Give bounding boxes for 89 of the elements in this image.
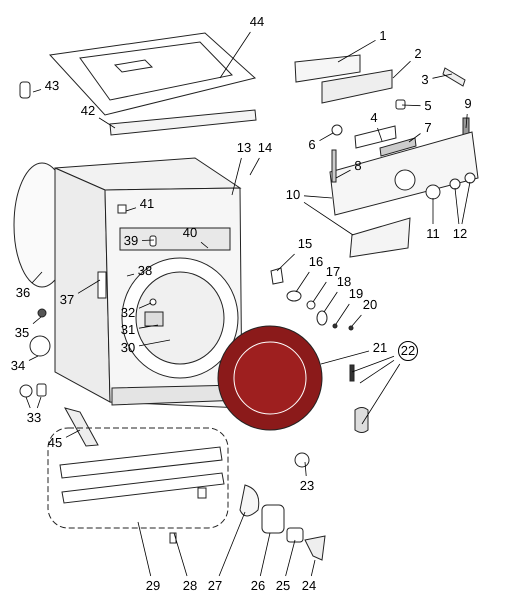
leader-line [304,202,354,236]
callout-number: 27 [208,579,222,593]
callout-number: 22 [398,341,418,361]
callout-number: 20 [362,298,378,312]
callout-number: 10 [286,188,300,202]
leader-line [142,240,154,241]
leader-line [218,512,246,576]
leader-line [32,272,42,284]
callout-number: 34 [10,359,26,373]
leader-line [66,430,80,438]
leader-line [32,89,42,92]
leader-line [432,198,434,224]
callout-number: 33 [26,411,42,425]
leader-line [220,32,251,78]
callout-number: 28 [182,579,198,593]
leader-line [138,324,158,329]
leader-line [260,532,270,576]
leader-line [466,114,468,128]
leader-line [312,282,327,302]
leader-line [232,158,242,196]
leader-line [296,272,310,292]
callout-number: 45 [48,436,62,450]
callout-number: 2 [414,47,422,61]
leader-line [200,242,208,248]
callout-number: 4 [370,111,378,125]
callout-number: 15 [298,237,312,251]
leader-line [377,128,382,142]
callout-number: 42 [80,104,96,118]
callout-number: 11 [426,227,440,241]
callout-number: 7 [424,121,432,135]
leader-line [362,364,400,424]
leader-line [408,133,421,142]
callout-number: 43 [44,79,60,93]
leader-line [26,396,31,408]
callout-number: 23 [300,479,314,493]
callout-number: 13 [236,141,252,155]
leader-line [285,540,296,576]
leader-line [454,188,460,224]
callout-number: 41 [140,197,154,211]
callout-number: 26 [250,579,266,593]
leader-line [336,170,351,178]
leader-line [174,532,188,576]
leader-line [304,195,332,198]
callout-number: 37 [60,293,74,307]
leader-line [126,207,136,212]
callout-number: 18 [336,275,352,289]
leader-line [338,40,376,62]
leader-line [32,316,42,324]
callout-number: 12 [452,227,468,241]
leader-line [138,340,170,346]
leader-line [126,274,134,276]
leader-line [462,182,470,224]
callout-number: 16 [308,255,324,269]
callout-number: 21 [372,341,388,355]
leader-line [352,356,394,372]
callout-number: 39 [124,234,138,248]
leader-line [432,74,452,79]
leader-line [360,360,394,384]
leader-line [28,356,38,361]
callout-number: 25 [276,579,290,593]
callout-number: 35 [14,326,30,340]
callout-number: 40 [182,226,198,240]
leader-line [310,560,316,576]
leader-line [324,292,338,312]
leader-line [402,104,421,106]
leader-line [36,396,42,408]
callout-number: 6 [308,138,316,152]
callout-number: 24 [302,579,316,593]
callout-number: 3 [421,73,429,87]
leader-line [319,132,334,142]
callout-number: 44 [250,15,264,29]
callout-number: 19 [348,287,364,301]
leader-line [78,280,100,294]
leader-line [276,254,295,272]
leader-line [392,60,411,78]
callout-number: 5 [424,99,432,113]
leader-line [138,522,152,576]
leader-line [138,302,152,309]
leader-line [336,304,350,324]
callout-number: 36 [16,286,30,300]
callout-number: 9 [464,97,472,111]
callout-number: 14 [258,141,272,155]
leader-line [304,462,307,476]
leader-line [352,314,362,326]
leader-line [250,158,260,176]
leader-line [320,350,370,364]
callout-number: 29 [146,579,160,593]
callout-number: 1 [379,29,387,43]
leader-line [98,118,116,128]
